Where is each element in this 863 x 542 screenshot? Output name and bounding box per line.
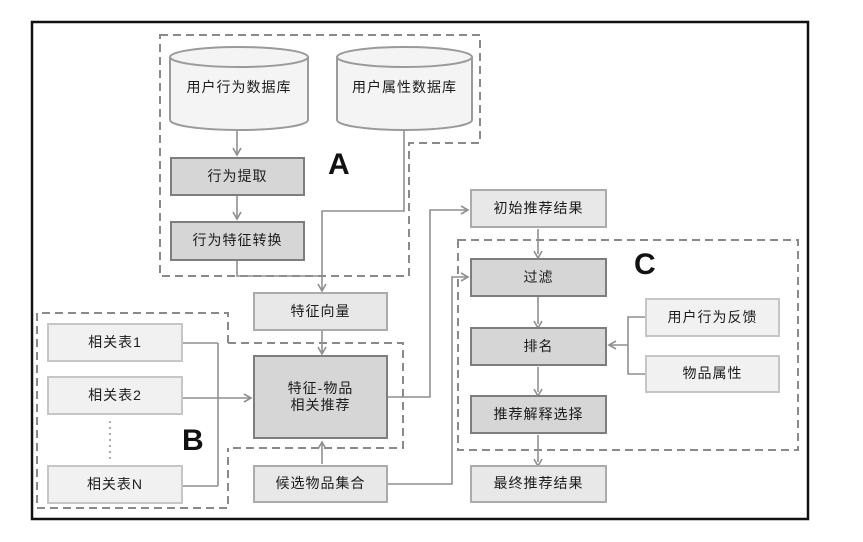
behavior-extraction-box: 行为提取	[170, 157, 305, 196]
related-table-2-box: 相关表2	[47, 376, 183, 415]
user-behavior-feedback-box: 用户行为反馈	[645, 298, 780, 337]
related-table-n-box: 相关表N	[47, 465, 183, 504]
related-table-1-box: 相关表1	[47, 323, 183, 362]
feature-item-recommendation-line1: 特征-物品	[287, 379, 354, 396]
arrowheads	[232, 147, 617, 468]
region-b-border	[36, 312, 229, 509]
feature-item-recommendation-box: 特征-物品 相关推荐	[253, 355, 388, 439]
outer-frame	[30, 20, 810, 521]
feature-vector-box: 特征向量	[253, 292, 388, 331]
attribute-database-label: 用户属性数据库	[352, 79, 457, 96]
region-a-label: A	[328, 148, 350, 181]
feature-item-dashed-border	[228, 342, 404, 449]
connector-lines	[109, 131, 645, 487]
region-a-border	[159, 34, 481, 277]
item-attribute-box: 物品属性	[645, 355, 780, 393]
behavior-database-label: 用户行为数据库	[186, 79, 292, 96]
region-b-label: B	[182, 424, 204, 457]
initial-recommendation-result-box: 初始推荐结果	[470, 189, 607, 228]
explanation-selection-box: 推荐解释选择	[470, 395, 607, 434]
attribute-database-cylinder-icon	[336, 46, 473, 131]
region-c-border	[457, 239, 799, 451]
filter-box: 过滤	[470, 258, 607, 297]
behavior-database-cylinder-icon	[169, 46, 309, 131]
final-recommendation-result-box: 最终推荐结果	[470, 465, 607, 503]
behavior-feature-transform-box: 行为特征转换	[170, 221, 305, 261]
region-c-label: C	[634, 248, 656, 281]
ranking-box: 排名	[470, 327, 607, 366]
candidate-item-set-box: 候选物品集合	[253, 465, 388, 503]
feature-item-recommendation-line2: 相关推荐	[290, 397, 351, 413]
